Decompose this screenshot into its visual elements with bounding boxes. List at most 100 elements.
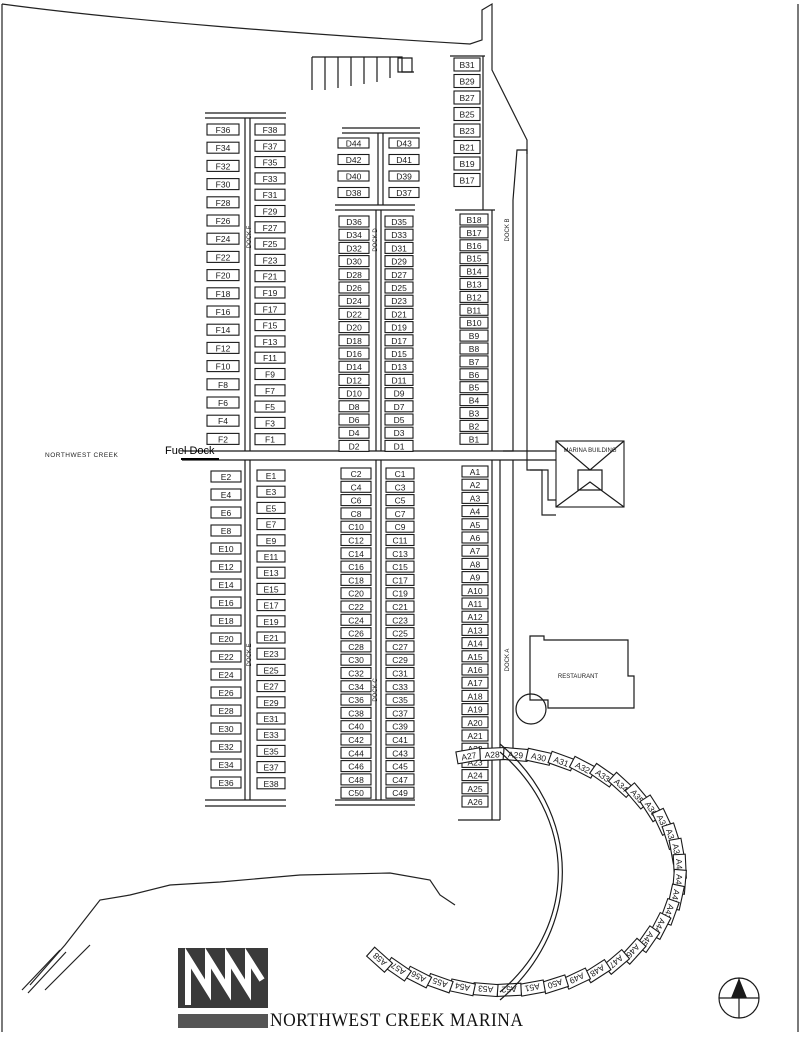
slip-label: B18 bbox=[466, 215, 481, 225]
slip-label: D10 bbox=[346, 389, 362, 399]
slip-a10: A10 bbox=[461, 584, 489, 597]
slip-label: B6 bbox=[469, 370, 480, 380]
slip-c9: C9 bbox=[385, 520, 415, 533]
slip-c40: C40 bbox=[340, 720, 372, 733]
slip-f22: F22 bbox=[206, 250, 240, 263]
slip-e18: E18 bbox=[210, 614, 242, 627]
slip-b12: B12 bbox=[459, 290, 489, 303]
slip-label: E14 bbox=[218, 580, 233, 590]
slip-label: D33 bbox=[391, 230, 407, 240]
slip-label: D43 bbox=[396, 139, 412, 149]
slip-label: A8 bbox=[470, 559, 481, 569]
slip-f2: F2 bbox=[206, 432, 240, 445]
slip-a31: A31 bbox=[547, 750, 576, 772]
slip-label: F6 bbox=[218, 398, 228, 408]
slip-label: A5 bbox=[470, 520, 481, 530]
slip-d39: D39 bbox=[388, 170, 420, 182]
slip-c3: C3 bbox=[385, 480, 415, 493]
slip-label: E8 bbox=[221, 526, 232, 536]
slip-label: C29 bbox=[392, 655, 408, 665]
slip-label: C39 bbox=[392, 722, 408, 732]
slip-label: D9 bbox=[394, 389, 405, 399]
slip-label: C45 bbox=[392, 762, 408, 772]
slip-label: E20 bbox=[218, 634, 233, 644]
slip-label: B15 bbox=[466, 254, 481, 264]
slip-label: F15 bbox=[263, 321, 278, 331]
slip-e21: E21 bbox=[256, 631, 286, 644]
slip-label: A31 bbox=[552, 754, 570, 769]
slip-label: C36 bbox=[348, 695, 364, 705]
slip-c19: C19 bbox=[385, 587, 415, 600]
slip-c47: C47 bbox=[385, 773, 415, 786]
slip-label: D26 bbox=[346, 283, 362, 293]
slip-c45: C45 bbox=[385, 760, 415, 773]
slip-label: A3 bbox=[470, 493, 481, 503]
slip-label: F21 bbox=[263, 272, 278, 282]
slip-label: E17 bbox=[263, 601, 278, 611]
slip-label: B3 bbox=[469, 409, 480, 419]
dock-walkway bbox=[335, 204, 415, 451]
slip-label: C30 bbox=[348, 655, 364, 665]
slip-label: C2 bbox=[351, 469, 362, 479]
fuel-dock-label: Fuel Dock bbox=[165, 445, 219, 460]
slip-label: D42 bbox=[346, 155, 362, 165]
slip-label: C17 bbox=[392, 575, 408, 585]
slip-label: C49 bbox=[392, 788, 408, 798]
slip-b23: B23 bbox=[453, 123, 481, 138]
slip-label: A11 bbox=[468, 599, 483, 609]
slip-label: B5 bbox=[469, 383, 480, 393]
marina-building-label: MARINA BUILDING bbox=[563, 448, 616, 454]
slip-e30: E30 bbox=[210, 722, 242, 735]
slip-label: A30 bbox=[530, 751, 547, 764]
slip-f18: F18 bbox=[206, 287, 240, 300]
slip-label: D20 bbox=[346, 323, 362, 333]
slip-label: F23 bbox=[263, 255, 278, 265]
slip-label: D12 bbox=[346, 375, 362, 385]
slip-label: E29 bbox=[263, 698, 278, 708]
slip-label: C35 bbox=[392, 695, 408, 705]
slip-label: A41 bbox=[673, 874, 684, 890]
slip-label: D32 bbox=[346, 243, 362, 253]
slip-c36: C36 bbox=[340, 693, 372, 706]
slip-f14: F14 bbox=[206, 323, 240, 336]
slip-b2: B2 bbox=[459, 419, 489, 432]
marina-building: MARINA BUILDING bbox=[555, 440, 625, 508]
slip-label: E15 bbox=[263, 584, 278, 594]
slip-label: D35 bbox=[391, 217, 407, 227]
restaurant-label: RESTAURANT bbox=[558, 674, 599, 680]
slip-d41: D41 bbox=[388, 153, 420, 166]
slip-e23: E23 bbox=[256, 647, 286, 660]
fuel-dock-marker bbox=[181, 458, 219, 460]
slip-label: B2 bbox=[469, 421, 480, 431]
slip-label: F22 bbox=[216, 252, 231, 262]
slip-label: D41 bbox=[396, 155, 412, 165]
a-arc-dock bbox=[499, 743, 563, 1001]
slip-b7: B7 bbox=[459, 355, 489, 368]
slip-f13: F13 bbox=[254, 335, 286, 348]
slip-c15: C15 bbox=[385, 560, 415, 573]
slip-f8: F8 bbox=[206, 378, 240, 391]
slip-label: E28 bbox=[218, 706, 233, 716]
slip-label: D1 bbox=[394, 441, 405, 451]
slip-e38: E38 bbox=[256, 777, 286, 790]
slip-d2: D2 bbox=[338, 439, 370, 452]
slip-label: F26 bbox=[216, 216, 231, 226]
slip-c12: C12 bbox=[340, 533, 372, 547]
slip-label: E7 bbox=[266, 520, 277, 530]
slip-label: C12 bbox=[348, 536, 364, 546]
slip-c44: C44 bbox=[340, 746, 372, 759]
slip-label: C34 bbox=[348, 682, 364, 692]
slip-label: B8 bbox=[469, 344, 480, 354]
brand-name: NORTHWEST CREEK MARINA bbox=[270, 1010, 524, 1031]
slip-label: C18 bbox=[348, 575, 364, 585]
slip-label: F10 bbox=[216, 362, 231, 372]
slip-a3: A3 bbox=[461, 491, 489, 504]
slip-label: B27 bbox=[459, 93, 474, 103]
slip-a55: A55 bbox=[425, 972, 454, 994]
slip-label: A55 bbox=[431, 975, 449, 990]
slip-label: A15 bbox=[467, 652, 482, 662]
slip-a52: A52 bbox=[496, 982, 522, 998]
slip-a7: A7 bbox=[461, 544, 489, 557]
slip-e9: E9 bbox=[256, 534, 286, 547]
